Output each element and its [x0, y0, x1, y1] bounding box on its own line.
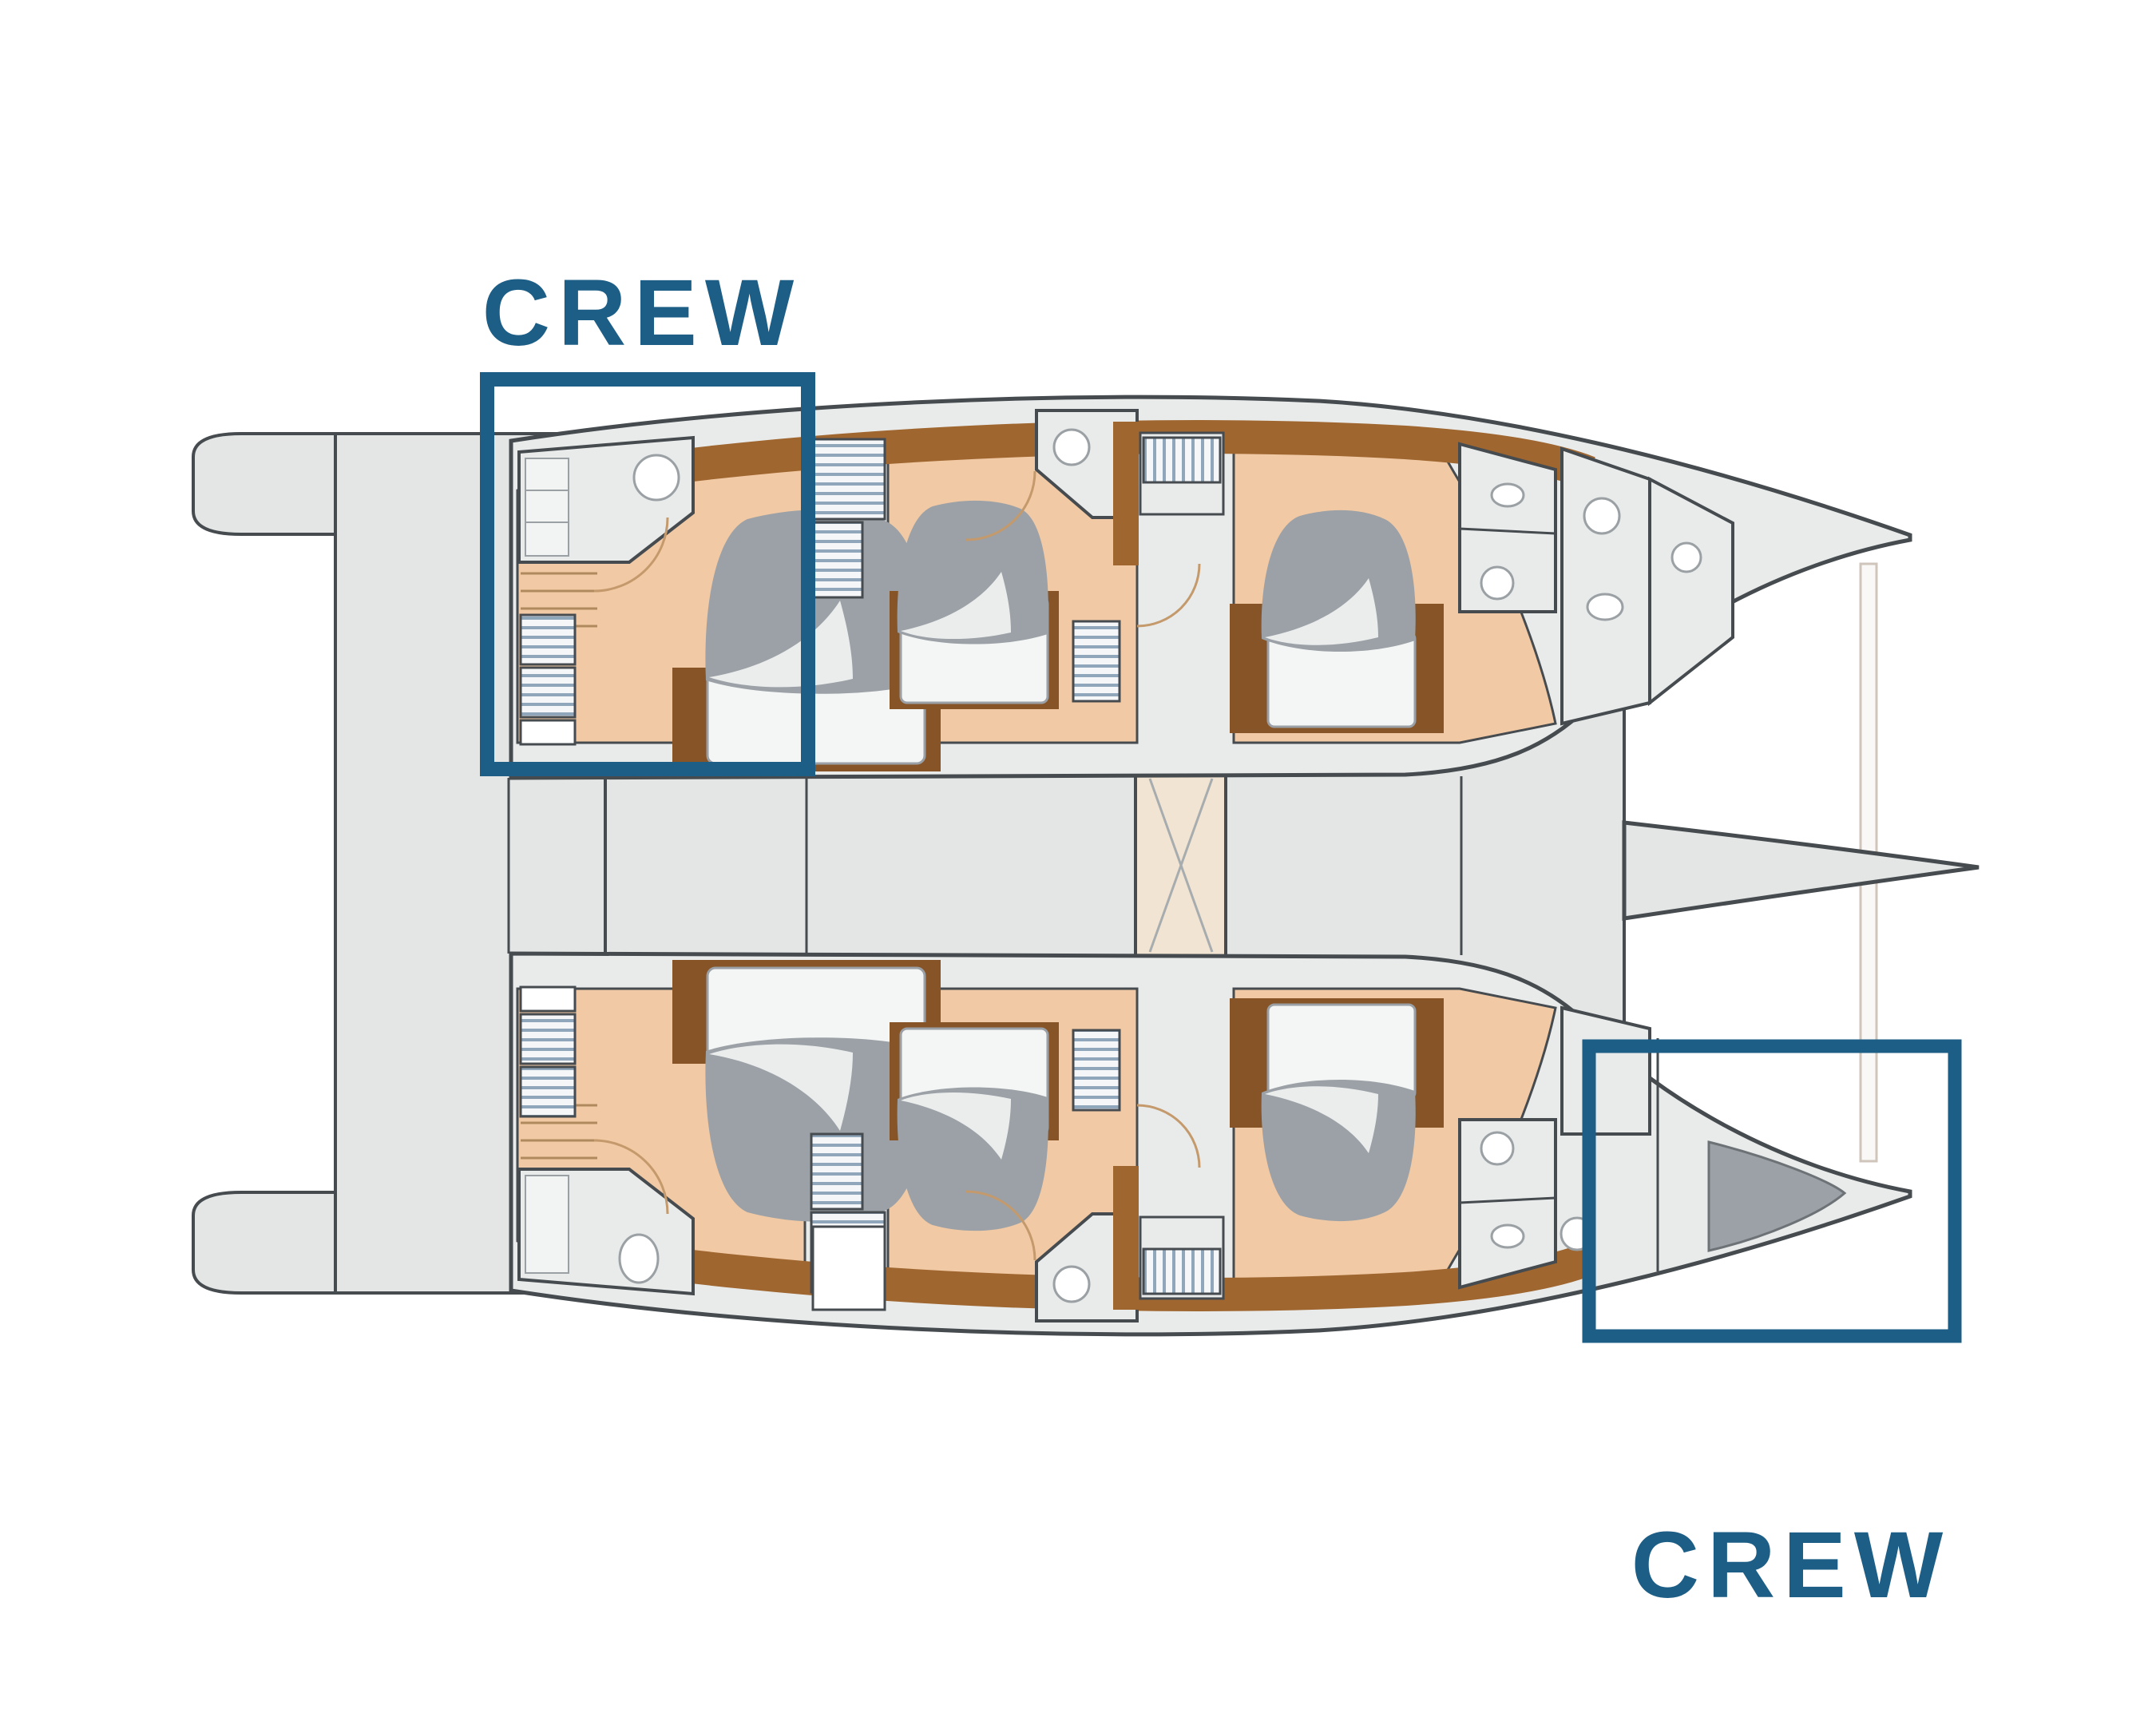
- locker: [519, 666, 577, 719]
- bed-fold: [709, 601, 853, 688]
- toilet-icon: [618, 1233, 660, 1284]
- sink-icon: [632, 454, 680, 502]
- port-fwd-cabin: [1230, 442, 1557, 733]
- door-arc: [965, 470, 1036, 541]
- double-bed: [705, 510, 927, 765]
- locker: [519, 719, 577, 746]
- bed-fold: [709, 1044, 853, 1131]
- bow-head-compartment: [1560, 446, 1651, 726]
- toilet-icon: [1490, 1223, 1525, 1249]
- hatch-grate: [1142, 436, 1222, 484]
- sink-icon: [1583, 497, 1621, 535]
- corridor-stairs: [1148, 778, 1214, 953]
- bathroom: [517, 1168, 695, 1296]
- forepeak-compartment: [1560, 1005, 1651, 1136]
- door-arc: [593, 517, 669, 593]
- locker: [811, 1225, 886, 1311]
- wood-bulkhead: [1113, 422, 1139, 565]
- bed-duvet: [1261, 510, 1416, 652]
- bed-duvet: [1261, 1079, 1416, 1222]
- hatch-grate: [1142, 1247, 1222, 1295]
- crew-label-forward: CREW: [1631, 1513, 1952, 1618]
- port-corridor-landing: [1136, 431, 1225, 628]
- bow-head-compartment: [1648, 476, 1734, 707]
- starboard-mid-cabin: [810, 1022, 1139, 1322]
- sink-icon: [1480, 565, 1515, 601]
- toilet-icon: [1490, 482, 1525, 508]
- bed-duvet: [897, 1087, 1048, 1231]
- double-bed: [1261, 510, 1417, 728]
- double-bed: [705, 966, 927, 1222]
- locker: [519, 1013, 577, 1065]
- sink-icon: [1052, 1265, 1091, 1303]
- locker: [519, 1065, 577, 1118]
- bathroom: [1458, 442, 1557, 613]
- locker: [1072, 620, 1121, 703]
- bathroom: [1035, 409, 1139, 519]
- crew-highlight-box-forward: [1582, 1039, 1962, 1343]
- port-hull: [509, 395, 1912, 780]
- shower-divider: [1459, 1196, 1556, 1204]
- shower-divider: [1459, 527, 1556, 535]
- locker: [519, 613, 577, 666]
- double-bed: [1261, 1003, 1417, 1222]
- starboard-aft-cabin: [517, 960, 941, 1296]
- bed-fold: [901, 1092, 1011, 1160]
- locker: [810, 438, 886, 521]
- bed-duvet: [897, 500, 1048, 644]
- locker: [810, 1132, 864, 1211]
- bathroom: [517, 435, 695, 564]
- foredeck: [1622, 562, 1980, 1163]
- vanity-counter: [525, 1175, 569, 1274]
- bed-duvet: [705, 510, 927, 694]
- bathroom-walls: [1458, 442, 1557, 613]
- door-arc: [593, 1139, 669, 1215]
- door-arc: [1136, 1104, 1201, 1168]
- sink-icon: [1052, 428, 1091, 466]
- starboard-hull: [509, 951, 1912, 1337]
- bowsprit: [1622, 820, 1980, 921]
- port-bow-heads: [1560, 446, 1734, 726]
- bed-fold: [1265, 1086, 1378, 1153]
- locker: [1072, 1029, 1121, 1112]
- crew-label-aft: CREW: [482, 260, 803, 366]
- bathroom-walls: [1458, 1118, 1557, 1290]
- port-mid-cabin: [810, 409, 1139, 709]
- locker: [810, 521, 864, 599]
- bed-fold: [901, 572, 1011, 640]
- crew-annotations: CREW CREW: [480, 260, 1962, 1618]
- bathroom: [1035, 1212, 1139, 1322]
- door-arc: [1136, 563, 1201, 628]
- starboard-fwd-cabin: [1230, 998, 1557, 1290]
- sink-icon: [1480, 1131, 1515, 1166]
- vanity-counter: [525, 458, 569, 557]
- double-bed: [897, 1027, 1049, 1231]
- wood-bulkhead: [1113, 1166, 1139, 1310]
- bed-duvet: [705, 1037, 927, 1222]
- crew-berth-cushion: [1707, 1140, 1847, 1252]
- stair-diagonal-2: [1148, 778, 1214, 953]
- crew-highlight-box-aft: [480, 372, 815, 776]
- bed-fold: [1265, 578, 1378, 645]
- starboard-corridor-landing: [1136, 1104, 1225, 1300]
- locker: [519, 985, 577, 1013]
- door-arc: [965, 1190, 1036, 1261]
- sink-icon: [1671, 541, 1702, 573]
- double-bed: [897, 500, 1049, 704]
- bathroom: [1458, 1118, 1557, 1290]
- toilet-icon: [1586, 593, 1624, 621]
